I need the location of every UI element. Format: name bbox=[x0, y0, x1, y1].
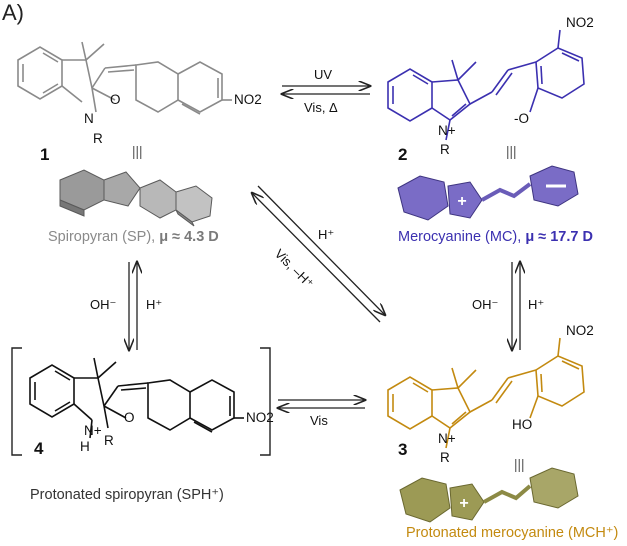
molecule-merocyanine bbox=[387, 29, 585, 141]
sph-oxygen-label: O bbox=[124, 410, 135, 425]
compound-number-4: 4 bbox=[34, 439, 44, 458]
sp-caption-name: Spiropyran (SP), bbox=[48, 229, 156, 245]
condition-oh-left: OH⁻ bbox=[90, 297, 117, 312]
mc-caption-name: Merocyanine (MC), bbox=[398, 229, 522, 245]
sp-nitrogen-label: N bbox=[84, 111, 94, 126]
sp-oxygen-label: O bbox=[110, 92, 121, 107]
molecule-protonated-merocyanine bbox=[387, 337, 585, 449]
brackets bbox=[11, 347, 271, 456]
compound-number-3: 3 bbox=[398, 440, 408, 459]
equiv-symbol-mc: ||| bbox=[506, 144, 517, 159]
compound-number-1: 1 bbox=[40, 145, 50, 164]
mc-oxygen-label: -O bbox=[514, 111, 529, 126]
condition-uv: UV bbox=[314, 67, 333, 82]
mc-r-label: R bbox=[440, 142, 450, 157]
sph-r-label: R bbox=[104, 433, 114, 448]
condition-oh-right: OH⁻ bbox=[472, 297, 499, 312]
equiv-symbol-mch: ||| bbox=[514, 457, 525, 472]
sp-3d-model bbox=[59, 169, 213, 227]
svg-text:+: + bbox=[457, 193, 466, 210]
mc-3d-model: + bbox=[397, 165, 579, 221]
sph-caption: Protonated spiropyran (SPH⁺) bbox=[30, 487, 224, 503]
sph-nitrogen-label: N+ bbox=[84, 423, 102, 438]
svg-text:+: + bbox=[459, 495, 468, 512]
mch-caption: Protonated merocyanine (MCH⁺) bbox=[406, 525, 619, 541]
sp-r-label: R bbox=[93, 131, 103, 146]
molecule-spiropyran bbox=[17, 41, 232, 115]
sp-caption: Spiropyran (SP), μ ≈ 4.3 D bbox=[48, 230, 219, 245]
mch-nitro-label: NO2 bbox=[566, 323, 594, 338]
mc-dipole: μ ≈ 17.7 D bbox=[525, 229, 593, 245]
compound-number-2: 2 bbox=[398, 145, 408, 164]
arrows bbox=[129, 86, 520, 408]
condition-h-right: H⁺ bbox=[528, 297, 545, 312]
condition-vis-bottom: Vis bbox=[310, 413, 328, 428]
mc-caption: Merocyanine (MC), μ ≈ 17.7 D bbox=[398, 230, 593, 245]
condition-vis-delta: Vis, Δ bbox=[304, 100, 338, 115]
sph-nitro-label: NO2 bbox=[246, 410, 274, 425]
condition-h-left: H⁺ bbox=[146, 297, 163, 312]
sph-h-label: H bbox=[80, 439, 90, 454]
mch-nitrogen-label: N+ bbox=[438, 431, 456, 446]
panel-label: A) bbox=[2, 0, 24, 25]
molecule-protonated-spiropyran bbox=[29, 357, 244, 439]
sp-dipole: μ ≈ 4.3 D bbox=[159, 229, 219, 245]
mc-nitrogen-label: N+ bbox=[438, 123, 456, 138]
mch-3d-model: + bbox=[399, 467, 579, 523]
mch-hydroxy-label: HO bbox=[512, 417, 533, 432]
mc-nitro-label: NO2 bbox=[566, 15, 594, 30]
sp-nitro-label: NO2 bbox=[234, 92, 262, 107]
mch-r-label: R bbox=[440, 450, 450, 465]
equiv-symbol-sp: ||| bbox=[132, 144, 143, 159]
condition-h-plus-diagonal: H⁺ bbox=[318, 227, 335, 242]
